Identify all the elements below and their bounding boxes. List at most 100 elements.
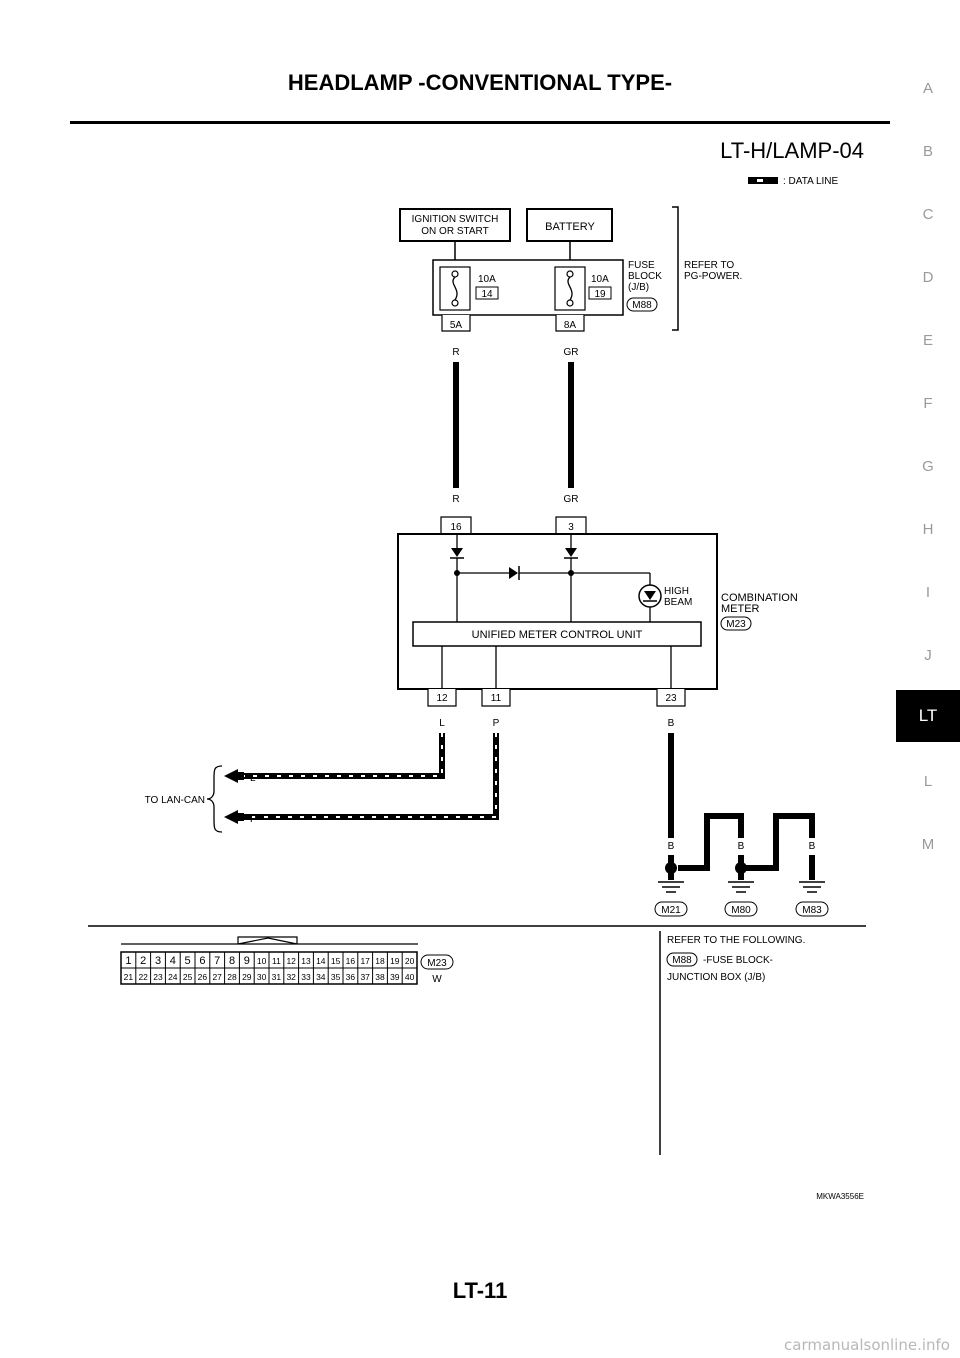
high-beam-label-2: BEAM — [664, 597, 692, 608]
connector-pin-27: 27 — [212, 972, 222, 982]
wire-r-bottom: R — [452, 494, 459, 505]
diode-left — [450, 534, 464, 576]
connector-pin-7: 7 — [214, 955, 220, 967]
connector-pin-30: 30 — [257, 972, 267, 982]
battery: BATTERY — [526, 208, 613, 242]
connector-pin-16: 16 — [346, 956, 356, 966]
terminal-3-label: 3 — [568, 522, 574, 533]
terminal-8a-label: 8A — [564, 320, 577, 331]
ignition-label-1: IGNITION SWITCH — [412, 214, 499, 225]
connector-pin-34: 34 — [316, 972, 326, 982]
page-number: LT-11 — [452, 1278, 508, 1303]
connector-pin-29: 29 — [242, 972, 252, 982]
terminal-11-label: 11 — [491, 693, 502, 704]
data-line-legend: : DATA LINE — [748, 176, 839, 187]
side-index-e[interactable]: E — [922, 332, 933, 349]
connector-pin-5: 5 — [185, 955, 191, 967]
side-index-d[interactable]: D — [922, 269, 934, 286]
terminal-8a: 8A — [555, 315, 585, 332]
terminal-5a: 5A — [441, 315, 471, 332]
connector-pin-32: 32 — [286, 972, 296, 982]
connector-pin-14: 14 — [316, 956, 326, 966]
ground-symbol-m21: M21 — [654, 881, 688, 917]
to-lan-can-label: TO LAN-CAN — [145, 795, 205, 806]
connector-pin-36: 36 — [346, 972, 356, 982]
page-title: HEADLAMP -CONVENTIONAL TYPE- — [287, 70, 673, 95]
side-index-j[interactable]: J — [924, 647, 932, 664]
ground-symbol-m80: M80 — [724, 881, 758, 917]
ground-chain — [678, 813, 815, 871]
terminal-23-label: 23 — [665, 693, 677, 704]
refer-connector-label: M88 — [672, 955, 692, 966]
connector-pin-20: 20 — [405, 956, 415, 966]
fuse-block-label-2: BLOCK — [628, 271, 662, 282]
connector-pin-31: 31 — [272, 972, 282, 982]
connector-pin-24: 24 — [168, 972, 178, 982]
terminal-12-label: 12 — [436, 693, 448, 704]
terminal-3: 3 — [555, 516, 587, 534]
connector-pin-23: 23 — [153, 972, 163, 982]
connector-pin-38: 38 — [375, 972, 385, 982]
connector-pin-26: 26 — [198, 972, 208, 982]
connector-pin-18: 18 — [375, 956, 385, 966]
wire-p-label: P — [493, 718, 500, 729]
side-index-c[interactable]: C — [922, 206, 934, 223]
refer-following-label: REFER TO THE FOLLOWING. — [667, 935, 805, 946]
side-index-lt-active[interactable]: LT — [896, 690, 960, 742]
side-index-h[interactable]: H — [922, 521, 934, 538]
unified-meter-control-unit: UNIFIED METER CONTROL UNIT — [412, 621, 702, 647]
ground-m21-label: M21 — [661, 905, 681, 916]
connector-pin-33: 33 — [301, 972, 311, 982]
ground-b-2: B — [704, 841, 711, 852]
side-index-a[interactable]: A — [922, 80, 933, 97]
connector-pin-10: 10 — [257, 956, 267, 966]
diode-horizontal — [457, 566, 650, 580]
terminal-11: 11 — [481, 689, 511, 707]
comb-meter-label-1: COMBINATION — [721, 592, 798, 604]
ground-symbol-m83: M83 — [795, 881, 829, 917]
ground-b-3: B — [738, 841, 745, 852]
comb-meter-label-2: METER — [721, 603, 760, 615]
combination-meter-box — [397, 533, 718, 690]
lan-arrow-l — [224, 769, 238, 783]
side-index-m[interactable]: M — [921, 836, 935, 853]
lan-p-label: P — [250, 814, 257, 825]
data-line-p — [244, 733, 499, 820]
connector-pin-28: 28 — [227, 972, 237, 982]
fuse2-amp: 10A — [591, 274, 609, 285]
lan-arrow-p — [224, 810, 238, 824]
header-rule — [70, 121, 890, 124]
side-index-l[interactable]: L — [923, 773, 933, 790]
connector-pin-35: 35 — [331, 972, 341, 982]
connector-pin-40: 40 — [405, 972, 415, 982]
side-index-f[interactable]: F — [923, 395, 933, 412]
side-index-i[interactable]: I — [925, 584, 931, 601]
ignition-label-2: ON OR START — [421, 226, 488, 237]
side-index-g[interactable]: G — [922, 458, 934, 475]
connector-pin-13: 13 — [301, 956, 311, 966]
connector-pin-39: 39 — [390, 972, 400, 982]
connector-pin-1: 1 — [125, 955, 131, 967]
legend-label: : DATA LINE — [783, 176, 839, 187]
fuse-block-connector: M88 — [632, 300, 652, 311]
connector-pin-22: 22 — [138, 972, 148, 982]
terminal-16-label: 16 — [450, 522, 462, 533]
watermark: carmanualsonline.info — [784, 1336, 950, 1354]
refer-fuse-block-label: -FUSE BLOCK- — [703, 955, 773, 966]
side-index-b[interactable]: B — [922, 143, 933, 160]
connector-pin-12: 12 — [286, 956, 296, 966]
diagram-code: LT-H/LAMP-04 — [720, 138, 864, 163]
connector-pin-17: 17 — [360, 956, 370, 966]
ground-m83-label: M83 — [802, 905, 822, 916]
figure-code: MKWA3556E — [816, 1192, 864, 1201]
connector-pin-9: 9 — [244, 955, 250, 967]
terminal-16: 16 — [440, 516, 472, 534]
wire-r-top: R — [452, 347, 459, 358]
connector-pin-11: 11 — [272, 956, 281, 966]
fuse-block: 10A 14 10A 19 — [432, 259, 624, 316]
fuse1-number: 14 — [481, 289, 493, 300]
ground-b-4: B — [773, 841, 780, 852]
connector-pin-25: 25 — [183, 972, 193, 982]
